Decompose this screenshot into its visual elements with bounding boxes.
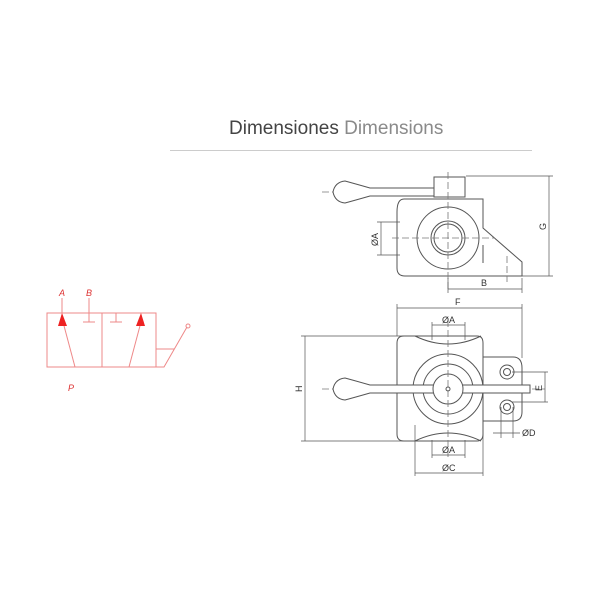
title-divider [170,150,532,151]
dim-f-label: F [455,297,461,307]
port-p-label: P [68,383,74,393]
dim-b-label: B [481,278,487,288]
page-title: Dimensiones Dimensions [229,118,443,140]
dim-c-label: ØC [442,463,456,473]
dim-h-label: H [294,386,304,393]
title-english: Dimensions [344,118,444,139]
dim-a-bottom-label: ØA [442,445,455,455]
dim-g-label: G [538,223,548,230]
dim-e-label: E [534,385,544,391]
valve-symbol: A B P [46,288,191,393]
dim-a-side-label: ØA [370,233,380,246]
top-view: F ØA ØA ØC H E ØD [294,297,548,476]
dim-d-label: ØD [522,428,536,438]
port-b-label: B [86,288,92,298]
port-a-label: A [58,288,65,298]
dim-a-top-label: ØA [442,315,455,325]
side-view: G B ØA [322,172,553,293]
title-spanish: Dimensiones [229,118,339,139]
